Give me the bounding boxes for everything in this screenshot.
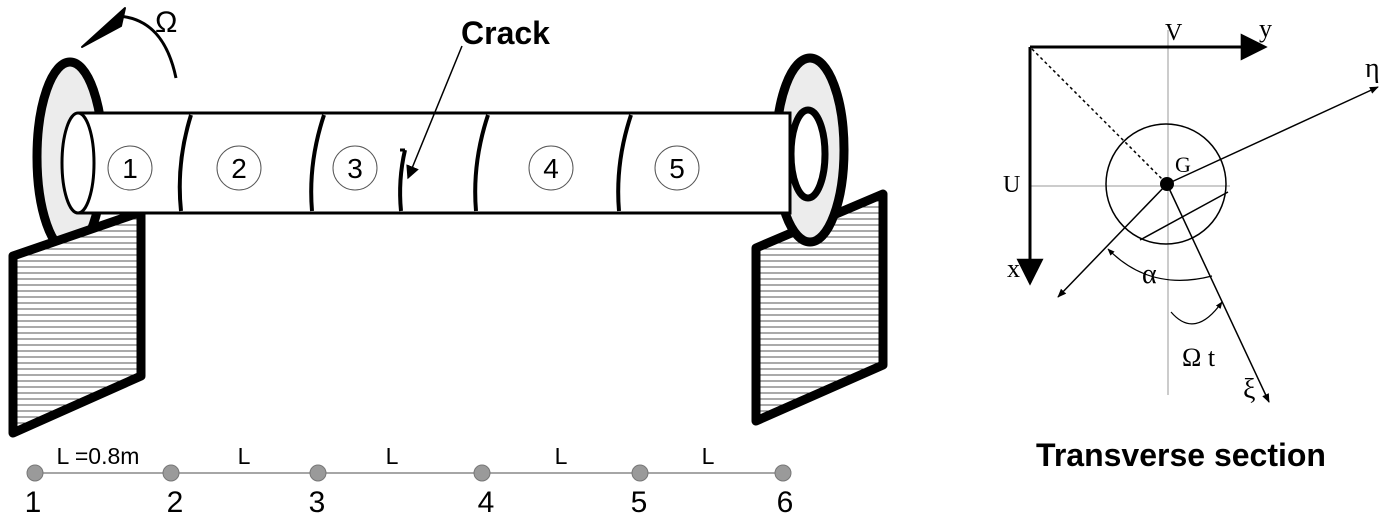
node-label-4: 4	[478, 486, 495, 519]
origin-to-g-line	[1031, 48, 1167, 184]
right-bearing-support	[751, 189, 888, 426]
node-4	[473, 464, 491, 482]
node-label-3: 3	[309, 486, 326, 519]
node-label-2: 2	[167, 486, 184, 519]
alpha-label: α	[1142, 259, 1157, 290]
node-3	[309, 464, 327, 482]
element-circle-2	[216, 145, 262, 191]
omega-t-label: Ω t	[1182, 343, 1216, 372]
crack-mark	[398, 149, 407, 212]
node-1	[26, 464, 44, 482]
node-6	[774, 464, 792, 482]
node-label-1: 1	[25, 486, 42, 519]
node-label-6: 6	[777, 486, 794, 519]
length-label-3: L	[386, 443, 399, 469]
element-label-5: 5	[669, 153, 685, 184]
element-label-1: 1	[122, 153, 138, 184]
g-label: G	[1175, 152, 1191, 177]
length-label-4: L	[555, 443, 568, 469]
center-g-point	[1160, 177, 1174, 191]
element-label-4: 4	[543, 153, 559, 184]
boundary-4	[473, 114, 490, 212]
shaft-cross-section	[1105, 123, 1227, 245]
boundary-2	[177, 114, 193, 212]
element-label-3: 3	[347, 153, 363, 184]
v-label: V	[1165, 20, 1183, 46]
u-label: U	[1003, 172, 1020, 198]
rotation-arrow	[117, 14, 178, 79]
crack-leader-arrow	[406, 45, 463, 180]
rotation-arrowhead	[81, 7, 126, 48]
node-5	[631, 464, 649, 482]
right-disk	[771, 53, 849, 247]
element-label-2: 2	[231, 153, 247, 184]
node-label-5: 5	[631, 486, 648, 519]
length-label-5: L	[702, 443, 715, 469]
node-2	[162, 464, 180, 482]
alpha-angle-arc	[1107, 248, 1213, 281]
crack-direction-arrow	[1057, 183, 1168, 298]
length-label-2: L	[238, 443, 251, 469]
left-bearing-support	[8, 207, 146, 438]
rotation-label: Ω	[155, 6, 177, 39]
crack-label: Crack	[461, 15, 550, 51]
element-boundaries	[177, 114, 633, 212]
boundary-5	[616, 114, 633, 212]
omega-t-angle-arc	[1170, 301, 1223, 325]
xi-axis-label: ξ	[1243, 374, 1255, 405]
length-label-1: L =0.8m	[57, 443, 140, 469]
section-title: Transverse section	[1036, 437, 1326, 473]
element-circle-5	[654, 145, 700, 191]
element-labels: 1 2 3 4 5	[107, 145, 700, 191]
element-circle-1	[107, 145, 153, 191]
crack-line	[1139, 191, 1229, 241]
xi-axis-arrow	[1166, 183, 1270, 403]
eta-axis-arrow	[1166, 86, 1379, 185]
mesh-line: 1 2 3 4 5 6 L =0.8m L L L L	[25, 443, 794, 519]
rotor-assembly: Crack 1 2 3 4 5 Ω	[8, 6, 888, 438]
x-axis-label: x	[1007, 254, 1020, 283]
eta-axis-label: η	[1365, 53, 1380, 84]
y-axis-label: y	[1259, 14, 1272, 43]
element-circle-4	[528, 145, 574, 191]
element-circle-3	[332, 145, 378, 191]
transverse-section: y x η ξ V U G α Ω t Transverse section	[1003, 14, 1380, 473]
boundary-3	[309, 114, 326, 212]
